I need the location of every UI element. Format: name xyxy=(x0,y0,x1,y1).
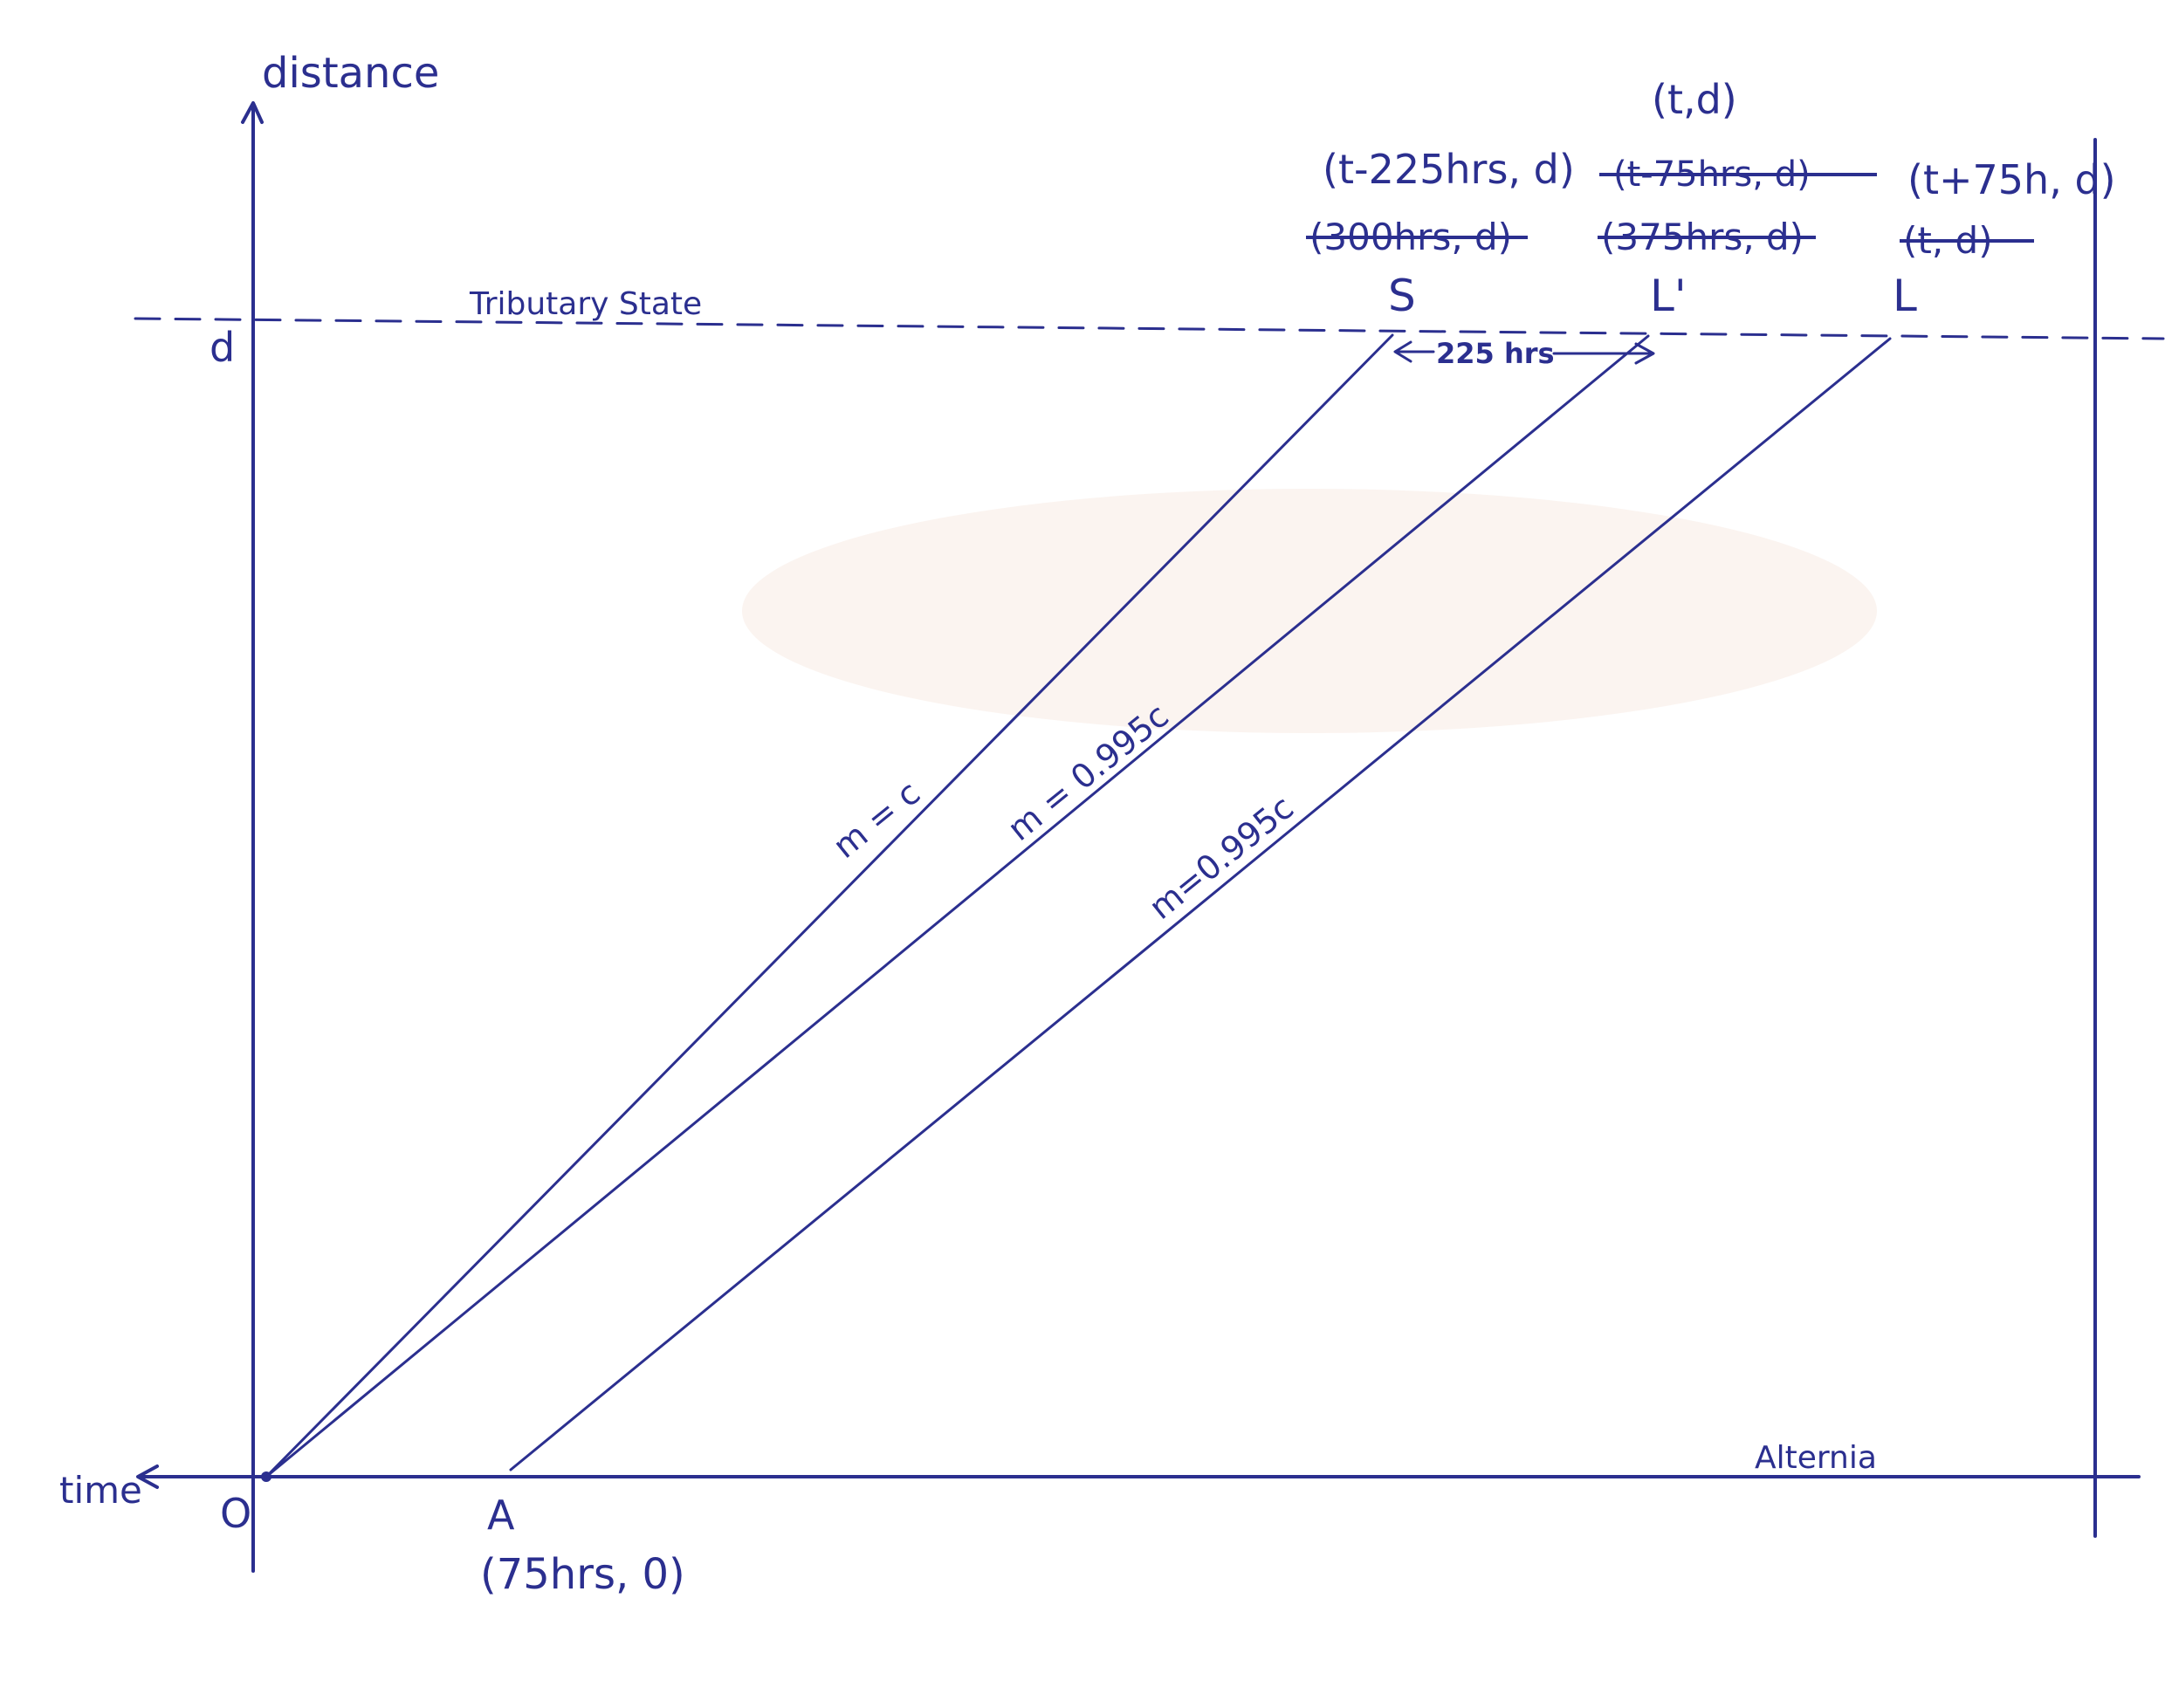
paper-smudge xyxy=(742,489,1877,733)
alternia-label: Alternia xyxy=(1755,1440,1877,1476)
distance-axis-label: distance xyxy=(262,49,439,98)
ship-worldline-2 xyxy=(509,337,1892,1471)
interval-right-arrow-icon xyxy=(1634,342,1655,365)
point-a-coord: (75hrs, 0) xyxy=(480,1550,685,1599)
ship-2-slope-label: m=0.995c xyxy=(1142,788,1301,927)
d-label: d xyxy=(210,324,235,371)
light-slope-label: m = c xyxy=(826,773,927,866)
time-axis-label: time xyxy=(59,1469,142,1512)
tributary-state-line xyxy=(134,317,2165,340)
ship-worldline-1 xyxy=(265,334,1650,1478)
light-worldline xyxy=(265,333,1394,1478)
interval-left-arrow-icon xyxy=(1393,340,1412,363)
origin-label: O xyxy=(220,1490,251,1537)
point-l-coord: (t+75h, d) xyxy=(1907,156,2116,203)
point-a-label: A xyxy=(487,1492,515,1539)
tributary-state-label: Tributary State xyxy=(469,286,702,322)
interval-label: 225 hrs xyxy=(1436,337,1555,370)
point-s-label: S xyxy=(1388,271,1416,321)
time-axis-arrow-icon xyxy=(136,1464,159,1489)
point-l-prime-coord-top: (t,d) xyxy=(1652,76,1737,123)
point-l-prime-label: L' xyxy=(1650,271,1687,321)
point-l-label: L xyxy=(1893,271,1917,321)
point-s-coord: (t-225hrs, d) xyxy=(1323,146,1575,193)
distance-axis-arrow-icon xyxy=(241,101,264,124)
